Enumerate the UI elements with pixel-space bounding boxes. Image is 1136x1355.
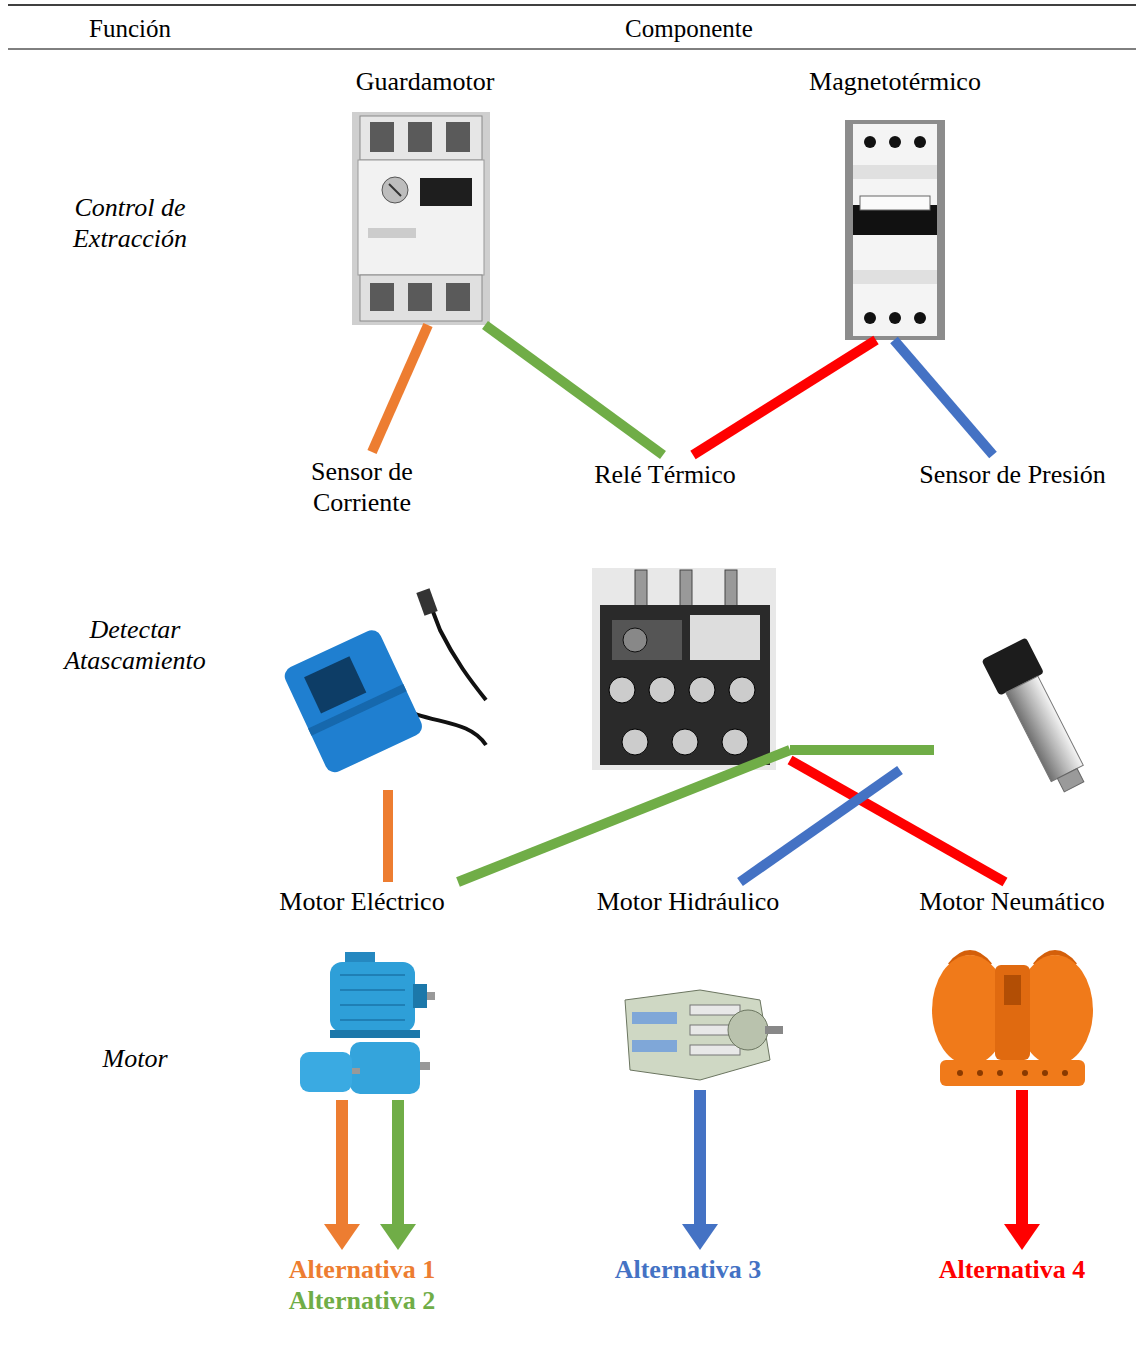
component-name: Motor Hidráulico <box>579 886 797 917</box>
connector-path <box>693 340 876 455</box>
connector-line <box>372 325 428 452</box>
component-name: Guardamotor <box>336 66 514 97</box>
connector-path <box>740 770 900 882</box>
thermal-relay-photo <box>592 568 776 770</box>
component-node: Guardamotor <box>330 62 520 325</box>
current-sensor-photo <box>281 588 486 775</box>
component-node: Motor Hidráulico <box>573 882 803 1090</box>
table-rule <box>8 4 1136 6</box>
column-header: Función <box>60 14 200 44</box>
component-node: Motor Eléctrico <box>257 882 467 1100</box>
table-rule <box>8 49 1136 50</box>
alternative-label: Alternativa 3 <box>594 1254 782 1285</box>
electric-motor-photo <box>300 952 435 1094</box>
component-node: Sensor de Corriente <box>262 452 502 790</box>
arrow-head <box>1004 1224 1040 1250</box>
row-label: Control de Extracción <box>50 192 210 254</box>
connector-stub <box>790 745 934 755</box>
connector-line <box>388 790 389 882</box>
arrow-head <box>682 1224 718 1250</box>
connector-path <box>485 325 663 455</box>
component-name: Relé Térmico <box>576 459 754 490</box>
row-label: Motor <box>60 1043 210 1074</box>
connector-arrow <box>324 1100 360 1250</box>
connector-path <box>1016 1090 1028 1224</box>
column-header: Componente <box>589 14 789 44</box>
connector-line <box>693 340 876 455</box>
component-node: Relé Térmico <box>570 455 790 770</box>
circuit-breaker-photo <box>845 120 945 340</box>
connector-arrow <box>1004 1090 1040 1250</box>
pressure-sensor-photo <box>981 637 1096 798</box>
pneumatic-motor-photo <box>932 953 1093 1087</box>
alternative-label: Alternativa 4 <box>918 1254 1106 1285</box>
component-name: Sensor de Presión <box>906 459 1119 490</box>
alternative-label: Alternativa 2 <box>268 1285 456 1316</box>
component-name: Sensor de Corriente <box>287 456 437 518</box>
hydraulic-motor-photo <box>625 990 783 1080</box>
row-label: Detectar Atascamiento <box>45 614 225 676</box>
connector-arrow <box>682 1090 718 1250</box>
component-node: Sensor de Presión <box>900 455 1125 790</box>
connector-line <box>740 770 900 882</box>
component-name: Motor Neumático <box>903 886 1121 917</box>
alternative-node: Alternativa 1Alternativa 2 <box>262 1250 462 1320</box>
component-node: Motor Neumático <box>897 882 1127 1090</box>
alternative-node: Alternativa 4 <box>912 1250 1112 1289</box>
connector-arrow <box>380 1100 416 1250</box>
component-name: Magnetotérmico <box>806 66 984 97</box>
arrow-head <box>380 1224 416 1250</box>
motor-protector-photo <box>352 112 490 325</box>
arrow-head <box>324 1224 360 1250</box>
alternative-label: Alternativa 1 <box>268 1254 456 1285</box>
component-name: Motor Eléctrico <box>263 886 461 917</box>
connector-line <box>894 340 993 455</box>
connector-path <box>336 1100 348 1224</box>
component-node: Magnetotérmico <box>800 62 990 340</box>
connector-line <box>458 750 790 882</box>
connector-path <box>372 325 428 452</box>
connector-path <box>392 1100 404 1224</box>
connector-path <box>694 1090 706 1224</box>
connector-path <box>383 790 393 882</box>
connector-path <box>894 340 993 455</box>
connector-path <box>458 750 790 882</box>
connector-line <box>485 325 663 455</box>
alternative-node: Alternativa 3 <box>588 1250 788 1289</box>
